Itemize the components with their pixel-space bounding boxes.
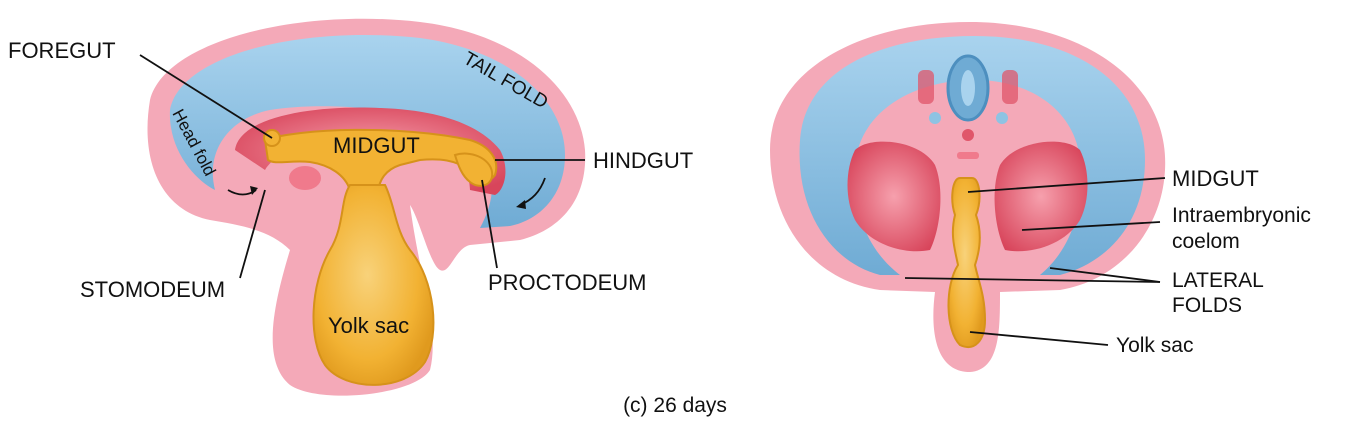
label-coelom-line1: Intraembryonic — [1172, 204, 1311, 227]
leader-stomodeum — [239, 189, 266, 279]
leader-proctodeum — [481, 179, 498, 269]
sagittal-section — [147, 18, 586, 396]
label-midgut-cross: MIDGUT — [1172, 166, 1259, 191]
notochord-bar — [957, 152, 979, 159]
leader-coelom — [1021, 221, 1161, 231]
head-fold-arrowhead — [250, 186, 258, 195]
dorsal-aorta-left — [929, 112, 941, 124]
coelom-right — [994, 141, 1088, 252]
leader-foregut — [139, 54, 273, 139]
neural-canal — [961, 70, 975, 106]
somite-left — [918, 70, 934, 104]
label-midgut-sagittal: MIDGUT — [333, 133, 420, 158]
leader-lateral-left — [904, 277, 1161, 283]
mesoderm-strip — [235, 107, 506, 195]
hindgut-tip — [453, 152, 494, 187]
notochord — [962, 129, 974, 141]
coelom-left — [847, 141, 941, 252]
leader-yolk-sac-cross — [969, 331, 1109, 346]
cross-section — [770, 22, 1166, 372]
label-lateral-line1: LATERAL — [1172, 269, 1264, 292]
label-stomodeum: STOMODEUM — [80, 277, 225, 302]
label-coelom-line2: coelom — [1172, 230, 1240, 253]
label-proctodeum: PROCTODEUM — [488, 270, 647, 295]
tail-fold-arrowhead — [516, 200, 526, 209]
label-yolk-sac-sagittal: Yolk sac — [328, 313, 409, 338]
leader-lateral-right — [1049, 267, 1161, 283]
label-hindgut: HINDGUT — [593, 148, 693, 173]
cross-amnion — [799, 36, 1145, 275]
yolk-sac-shape — [312, 184, 435, 386]
dorsal-aorta-right — [996, 112, 1008, 124]
cross-gut — [947, 177, 987, 348]
label-lateral-line2: FOLDS — [1172, 294, 1242, 317]
heart-bulge — [289, 166, 321, 190]
sagittal-leaders — [139, 54, 585, 279]
label-foregut: FOREGUT — [8, 38, 116, 63]
amnion-cavity — [169, 34, 565, 228]
label-yolk-sac-cross: Yolk sac — [1116, 334, 1193, 357]
cross-leaders — [904, 177, 1166, 346]
leader-midgut-cross — [967, 177, 1166, 193]
figure-caption: (c) 26 days — [623, 394, 727, 417]
somite-right — [1002, 70, 1018, 104]
cross-labels: MIDGUT Intraembryonic coelom LATERAL FOL… — [1116, 166, 1311, 357]
